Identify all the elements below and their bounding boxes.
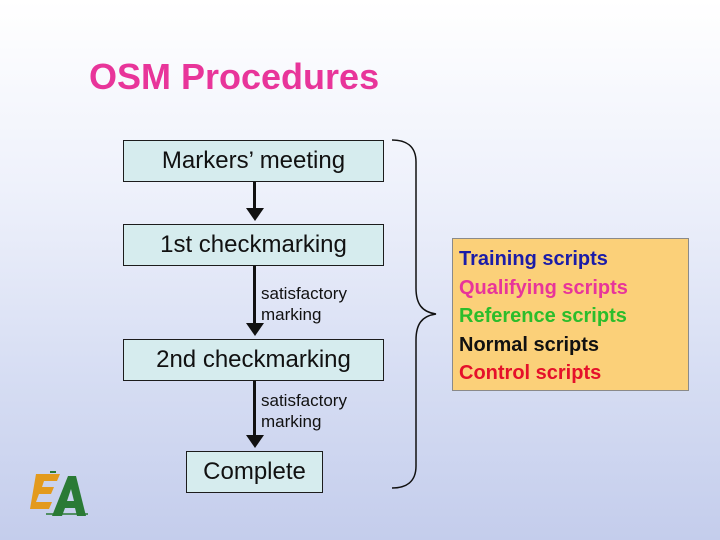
condition-satisfactory-marking-1: satisfactory marking [261,283,347,325]
step-complete: Complete [186,451,323,493]
flow-arrowhead-1 [246,208,264,221]
flow-arrow-line-2 [253,266,256,324]
flow-arrow-line-1 [253,182,256,209]
script-types-box: Training scripts Qualifying scripts Refe… [452,238,689,391]
flow-arrow-line-3 [253,381,256,436]
script-type-qualifying: Qualifying scripts [459,276,628,299]
condition-satisfactory-marking-2: satisfactory marking [261,390,347,432]
script-type-normal: Normal scripts [459,333,600,356]
condition-2-line-1: satisfactory [261,391,347,410]
flow-arrowhead-3 [246,435,264,448]
step-second-checkmarking: 2nd checkmarking [123,339,384,381]
step-complete-label: Complete [203,458,306,485]
right-curly-brace [391,139,437,489]
condition-1-line-2: marking [261,305,322,324]
hkeaa-logo-icon [30,471,88,516]
condition-2-line-2: marking [261,412,322,431]
condition-1-line-1: satisfactory [261,284,347,303]
step-first-checkmarking: 1st checkmarking [123,224,384,266]
step-second-checkmarking-label: 2nd checkmarking [156,346,351,373]
script-type-reference: Reference scripts [459,305,627,327]
step-markers-meeting: Markers’ meeting [123,140,384,182]
script-type-training: Training scripts [459,248,608,270]
page-title: OSM Procedures [89,56,380,97]
step-first-checkmarking-label: 1st checkmarking [160,231,347,258]
script-type-control: Control scripts [459,362,602,384]
step-markers-meeting-label: Markers’ meeting [161,147,346,174]
flow-arrowhead-2 [246,323,264,336]
